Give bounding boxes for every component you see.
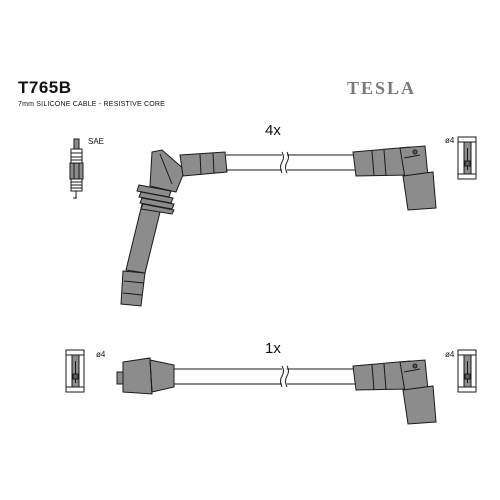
quantity-label-bottom: 1x [265, 340, 281, 357]
part-code: T765B [18, 78, 72, 97]
terminal-bottom-right-icon [457, 349, 477, 393]
diameter-label-bottom-left: ø4 [96, 350, 106, 359]
cable-top [226, 151, 355, 174]
terminal-bottom-left-icon [65, 349, 85, 393]
cable-bottom [174, 365, 355, 388]
diameter-label-top-right: ø4 [445, 136, 455, 145]
sae-label: SAE [88, 137, 105, 146]
angled-coil-boot-top [352, 145, 437, 211]
angled-coil-boot-bottom [352, 359, 437, 425]
quantity-label-top: 4x [265, 122, 281, 139]
straight-plug-boot-bottom [116, 357, 175, 395]
straight-plug-boot-top [120, 149, 228, 307]
diameter-label-bottom-right: ø4 [445, 350, 455, 359]
terminal-top-right-icon [457, 136, 477, 180]
brand-logo: TESLA [347, 78, 417, 98]
cable-spec: 7mm SILICONE CABLE - RESISTIVE CORE [18, 101, 166, 108]
spark-plug-icon [69, 138, 84, 199]
